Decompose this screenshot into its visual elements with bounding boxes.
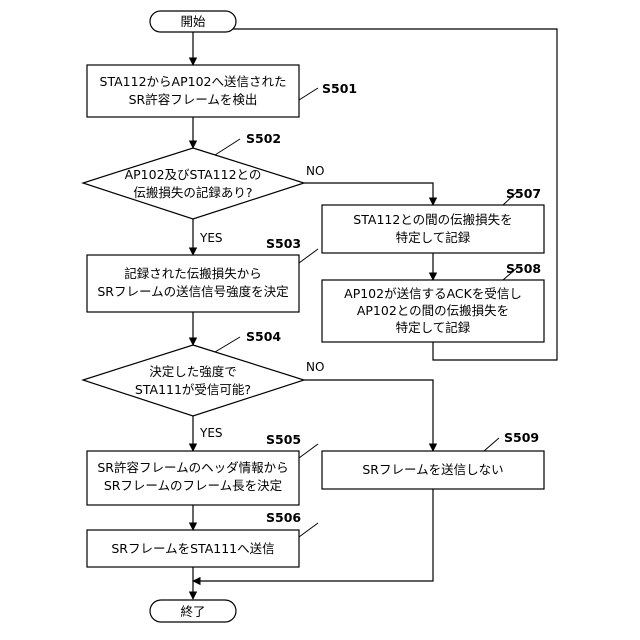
s508-step-label: S508: [506, 261, 541, 276]
start-label: 開始: [180, 14, 206, 29]
s501-leader: [299, 88, 318, 100]
process-s505: SR許容フレームのヘッダ情報から SRフレームのフレーム長を決定 S505: [87, 432, 318, 505]
s505-step-label: S505: [266, 432, 301, 447]
s502-leader: [215, 139, 240, 155]
process-s501: STA112からAP102へ送信された SR許容フレームを検出 S501: [87, 65, 357, 117]
s502-line-1: AP102及びSTA112との: [125, 167, 262, 182]
s503-line-2: SRフレームの送信信号強度を決定: [97, 284, 288, 299]
s509-leader: [484, 438, 499, 451]
s507-line-1: STA112との間の伝搬損失を: [353, 212, 512, 227]
process-s503: 記録された伝搬損失から SRフレームの送信信号強度を決定 S503: [87, 236, 318, 312]
s506-line-1: SRフレームをSTA111へ送信: [111, 541, 274, 556]
end-terminal: 終了: [150, 600, 236, 622]
arrow-s502-no-to-s507: [304, 183, 433, 205]
process-s506: SRフレームをSTA111へ送信 S506: [87, 510, 318, 567]
s508-line-1: AP102が送信するACKを受信し: [344, 286, 522, 301]
decision-s504: 決定した強度で STA111が受信可能? S504 NO YES: [83, 329, 324, 440]
s504-leader: [215, 337, 240, 352]
s507-line-2: 特定して記録: [396, 230, 471, 245]
s504-step-label: S504: [246, 329, 281, 344]
s504-line-1: 決定した強度で: [149, 364, 237, 379]
s506-leader: [299, 523, 318, 537]
s507-step-label: S507: [506, 186, 541, 201]
end-label: 終了: [180, 604, 205, 619]
s503-line-1: 記録された伝搬損失から: [124, 266, 262, 281]
s505-leader: [299, 444, 318, 458]
s501-line-2: SR許容フレームを検出: [129, 92, 258, 107]
s503-step-label: S503: [266, 236, 301, 251]
s502-line-2: 伝搬損失の記録あり?: [133, 185, 252, 200]
s509-step-label: S509: [504, 430, 539, 445]
s508-line-2: AP102との間の伝搬損失を: [357, 303, 509, 318]
s502-yes-label: YES: [199, 231, 223, 245]
s504-line-2: STA111が受信可能?: [135, 382, 251, 397]
s508-line-3: 特定して記録: [396, 320, 471, 335]
arrow-s504-no-to-s509: [304, 380, 433, 451]
decision-s502: AP102及びSTA112との 伝搬損失の記録あり? S502 NO YES: [83, 131, 324, 245]
s505-line-2: SRフレームのフレーム長を決定: [104, 478, 282, 493]
s506-step-label: S506: [266, 510, 301, 525]
s505-line-1: SR許容フレームのヘッダ情報から: [97, 460, 288, 475]
start-terminal: 開始: [150, 11, 236, 32]
s504-no-label: NO: [306, 360, 324, 374]
s502-step-label: S502: [246, 131, 281, 146]
s503-leader: [299, 249, 318, 263]
s502-no-label: NO: [306, 164, 324, 178]
s504-yes-label: YES: [199, 426, 223, 440]
s509-line-1: SRフレームを送信しない: [362, 462, 503, 477]
s501-line-1: STA112からAP102へ送信された: [100, 74, 287, 89]
s501-step-label: S501: [322, 81, 357, 96]
